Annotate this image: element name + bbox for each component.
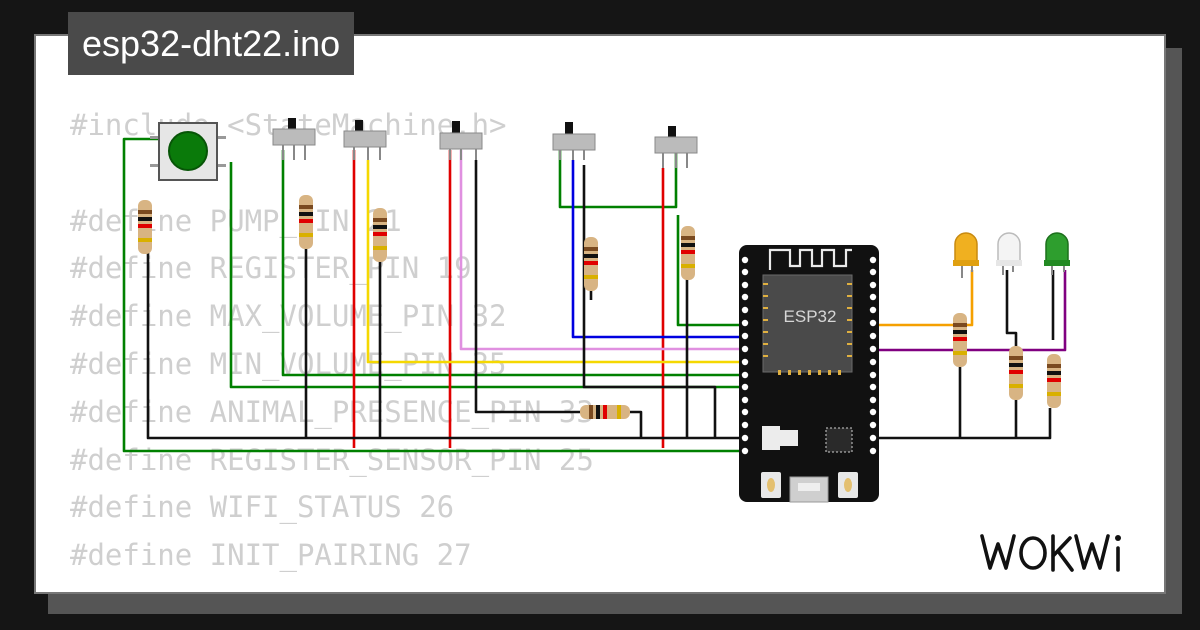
led-white bbox=[996, 232, 1022, 275]
project-title: esp32-dht22.ino bbox=[68, 12, 355, 75]
wire-green bbox=[229, 162, 745, 389]
wire-violet bbox=[459, 150, 745, 351]
usb-chip bbox=[825, 427, 853, 453]
esp32-label: ESP32 bbox=[784, 307, 837, 326]
wire-yellow bbox=[366, 160, 745, 364]
antenna-trace bbox=[768, 248, 852, 270]
wire-black bbox=[625, 410, 643, 438]
slide-switch[interactable] bbox=[654, 126, 698, 168]
resistor bbox=[681, 226, 695, 280]
push-button[interactable] bbox=[150, 122, 226, 181]
resistor bbox=[584, 237, 598, 291]
preview-card: #include <StateMachine.h>#define PUMP_PI… bbox=[34, 34, 1166, 594]
wire-black bbox=[873, 408, 1052, 440]
wire-blue bbox=[571, 160, 745, 339]
resistor bbox=[1047, 354, 1061, 408]
code-line: #define PUMP_PIN 21 bbox=[70, 203, 402, 238]
wokwi-logo bbox=[980, 534, 1121, 572]
wire-black bbox=[1005, 270, 1018, 348]
resistor bbox=[953, 313, 967, 367]
led-green bbox=[1044, 232, 1070, 275]
led-yellow bbox=[953, 232, 979, 278]
wire-purple bbox=[873, 270, 1067, 352]
code-line: #define WIFI_STATUS 26 bbox=[70, 490, 455, 525]
resistor bbox=[580, 405, 630, 419]
resistor bbox=[299, 195, 313, 249]
code-line: #define REGISTER_SENSOR_PIN 25 bbox=[70, 442, 594, 477]
slide-switch[interactable] bbox=[343, 120, 387, 160]
esp32-board: ESP32 bbox=[739, 245, 879, 503]
slide-switch[interactable] bbox=[439, 121, 483, 160]
wire-green bbox=[676, 215, 745, 327]
wire-green bbox=[122, 137, 745, 453]
wire-green bbox=[281, 150, 745, 377]
code-line: #define INIT_PAIRING 27 bbox=[70, 538, 472, 573]
slide-switch[interactable] bbox=[272, 118, 316, 160]
resistor bbox=[138, 200, 152, 254]
wire-green bbox=[558, 150, 678, 209]
wire-black bbox=[474, 160, 585, 414]
wire-black bbox=[146, 250, 745, 440]
resistor bbox=[373, 208, 387, 262]
code-line: #define REGISTER_PIN 19 bbox=[70, 251, 472, 286]
voltage-regulator bbox=[762, 426, 780, 450]
resistor bbox=[1009, 346, 1023, 400]
code-line: #define MAX_VOLUME_PIN 32 bbox=[70, 299, 507, 334]
slide-switch[interactable] bbox=[552, 122, 596, 160]
